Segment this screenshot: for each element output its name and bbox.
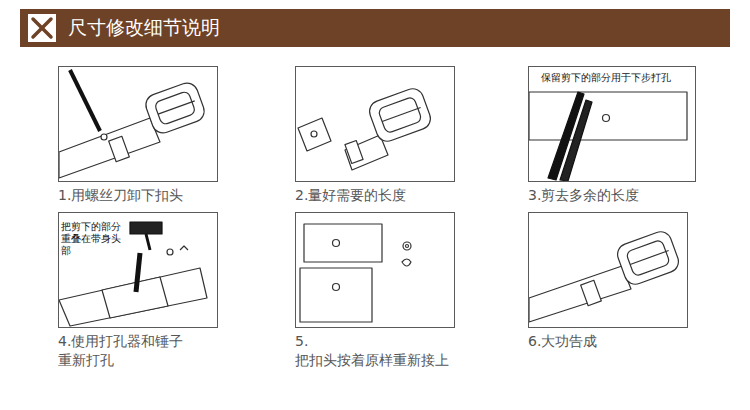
step-panel: 6.大功告成: [528, 212, 688, 328]
step-caption: 4.使用打孔器和锤子 重新打孔: [58, 332, 208, 370]
step-panel: 保留剪下的部分用于下步打孔3.剪去多余的长度: [528, 66, 696, 182]
step-caption: 5.把扣头按着原样重新接上: [295, 332, 445, 370]
step-caption: 6.大功告成: [528, 332, 678, 351]
step-panel: 1.用螺丝刀卸下扣头: [58, 66, 218, 182]
tool-icon: [28, 14, 56, 42]
belt-drawing: [59, 70, 687, 326]
step-panel: 5.把扣头按着原样重新接上: [295, 212, 455, 328]
note-text: 把剪下的部分重叠在带身头部: [61, 221, 123, 257]
step-caption: 1.用螺丝刀卸下扣头: [58, 186, 208, 205]
page-title: 尺寸修改细节说明: [68, 14, 220, 40]
note-text: 保留剪下的部分用于下步打孔: [541, 72, 691, 84]
step-panel: 把剪下的部分重叠在带身头部4.使用打孔器和锤子 重新打孔: [58, 212, 218, 328]
header-band: [20, 9, 730, 47]
step-panel: 2.量好需要的长度: [295, 66, 455, 182]
step-caption: 2.量好需要的长度: [295, 186, 445, 205]
tool-icon: [33, 19, 51, 37]
step-caption: 3.剪去多余的长度: [528, 186, 678, 205]
